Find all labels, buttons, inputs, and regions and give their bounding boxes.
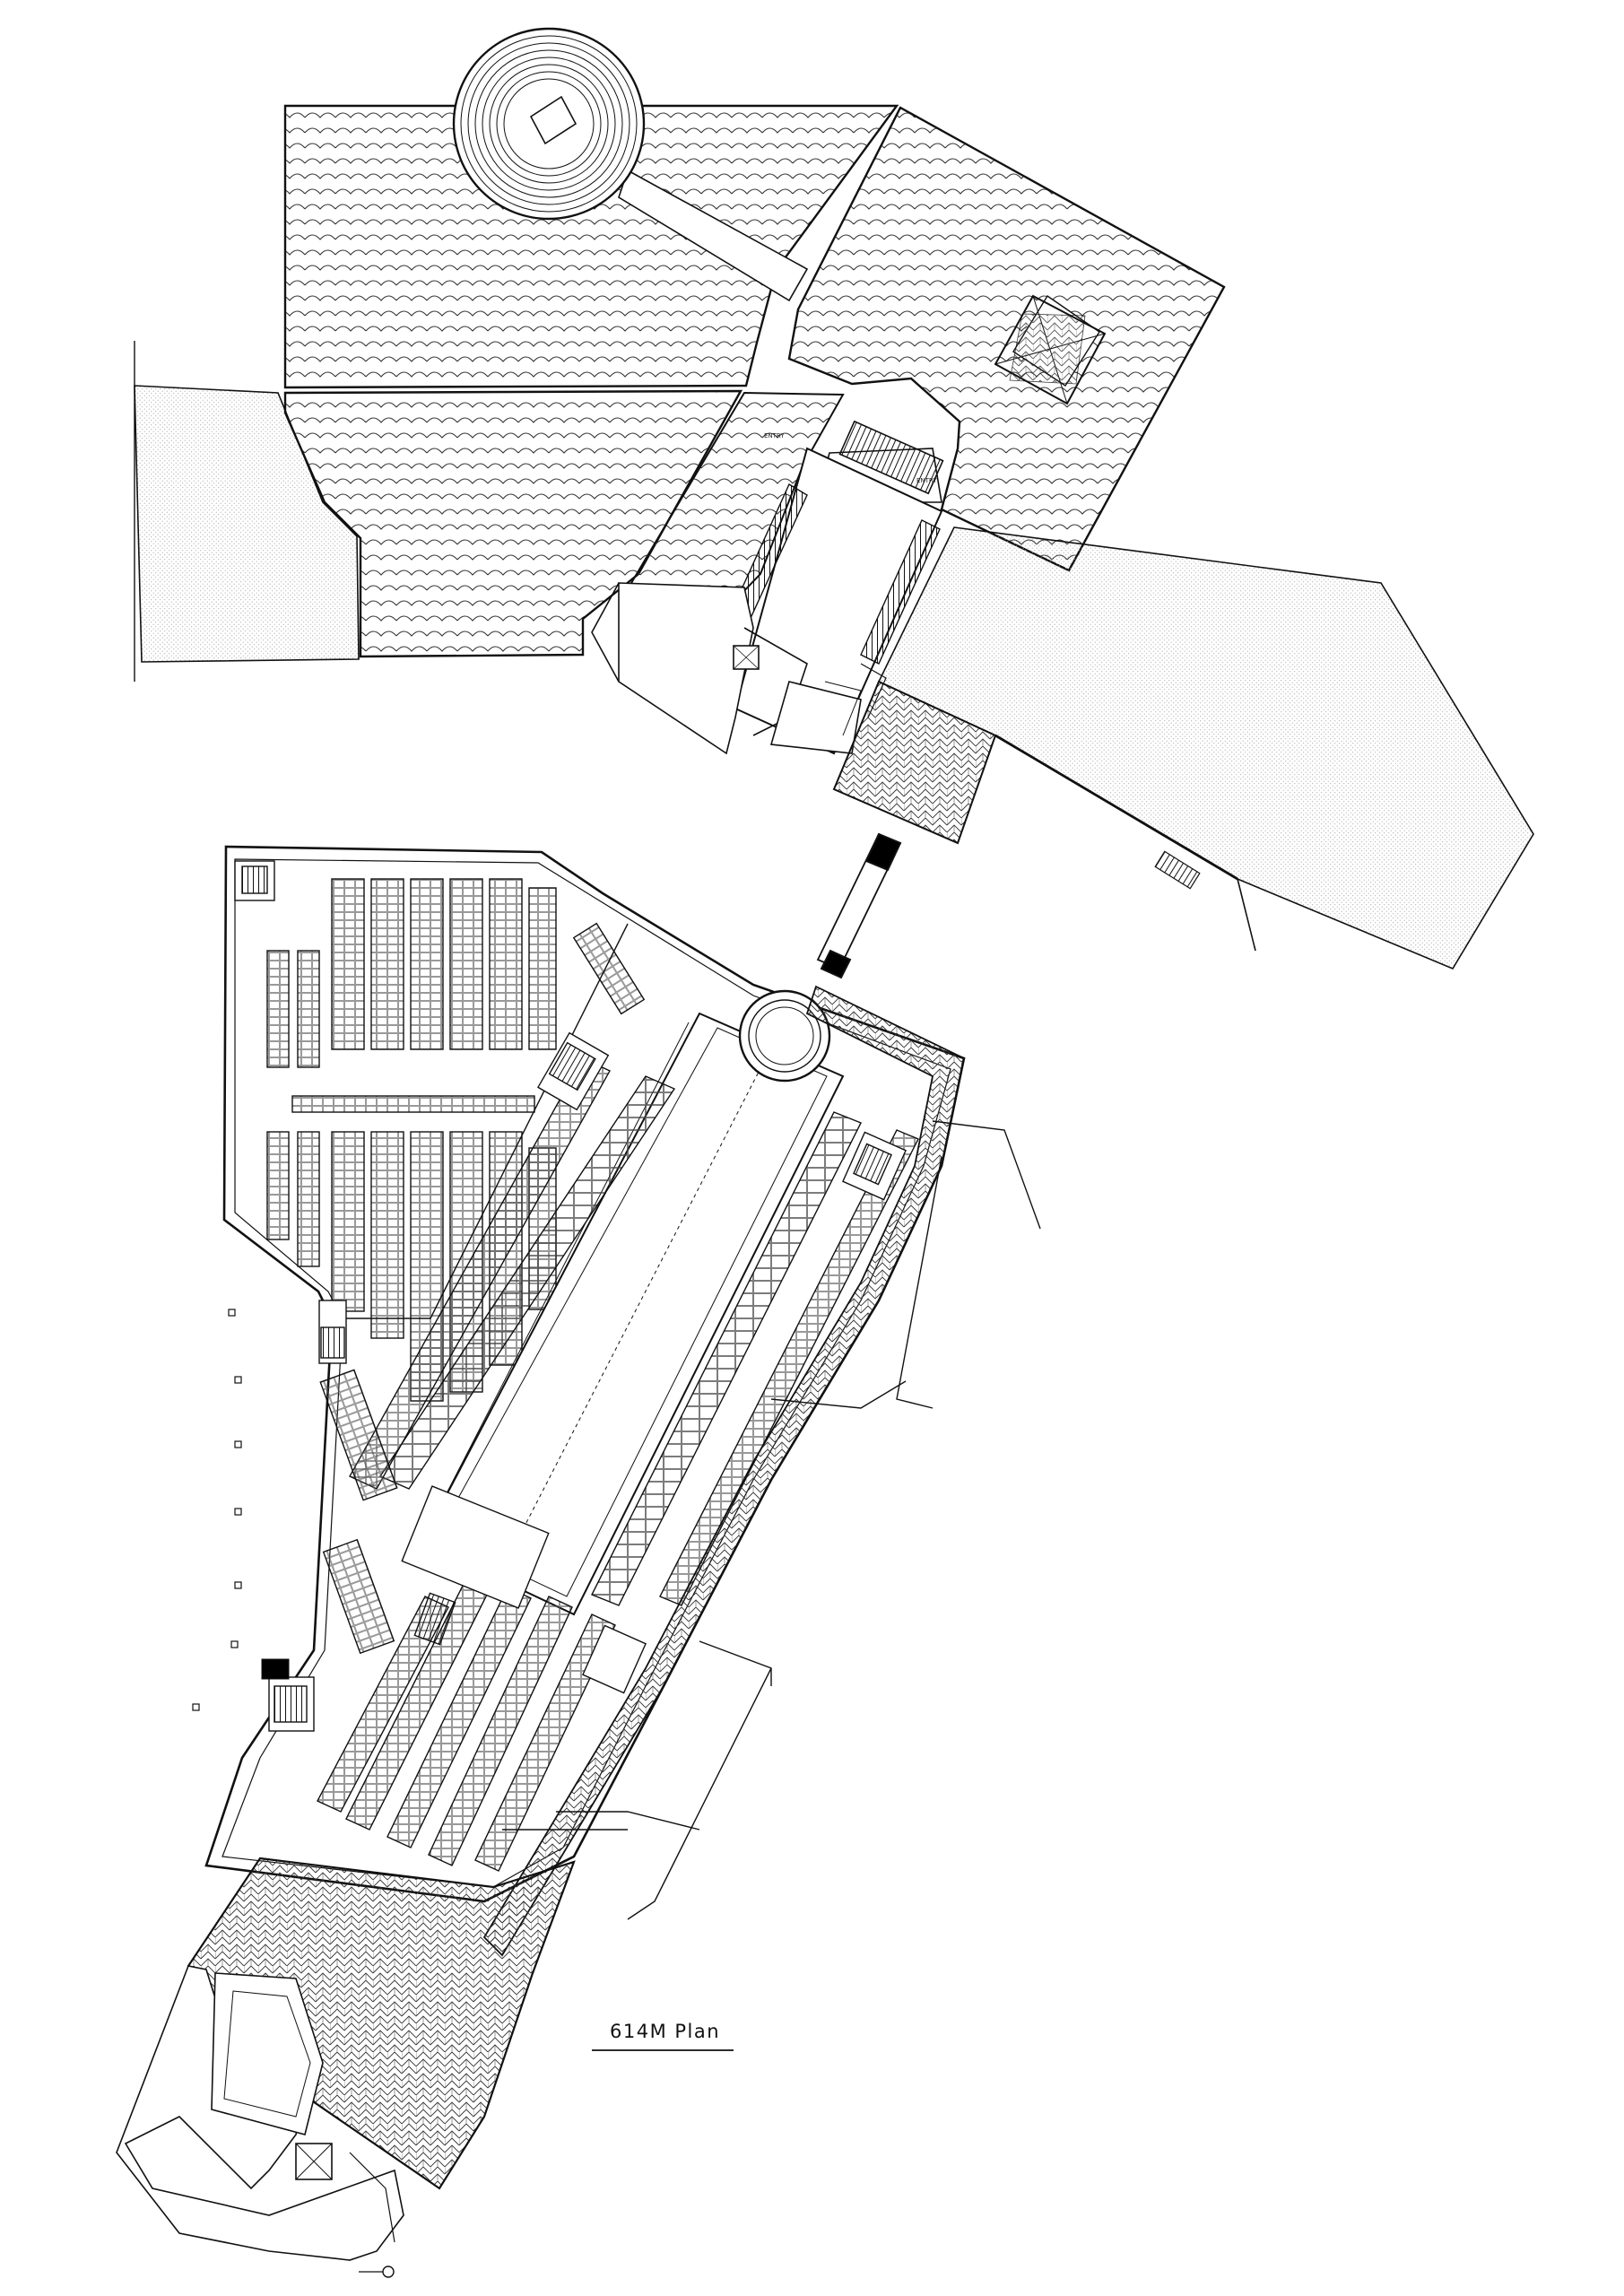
east-stippled-plaza: [877, 526, 1534, 970]
column-markers: [192, 1309, 242, 1711]
upper-complex: [134, 27, 1534, 979]
stair-core-east: [853, 1143, 892, 1186]
pyramid-skylight: [994, 294, 1107, 405]
stair-core-south: [413, 1592, 456, 1646]
site-lines: [502, 1120, 1041, 1920]
stair-bank-east: [860, 519, 941, 665]
label-entry-a: ENTRY: [764, 432, 785, 439]
central-hall: [727, 420, 944, 755]
parking-bays-south: [317, 1369, 616, 1872]
parking-bays-east: [349, 1057, 919, 1606]
upper-south-rooms: [591, 582, 862, 755]
drawing-title: 614M Plan: [610, 2021, 720, 2042]
stair-core-southwest: [274, 1685, 308, 1723]
entrance-forecourt: [116, 1965, 404, 2278]
circular-tower: [452, 27, 646, 221]
survey-marker: [382, 2266, 395, 2278]
drawing-title-block: 614M Plan: [592, 2021, 734, 2051]
stair-core-north: [548, 1041, 596, 1091]
stair-north: [838, 420, 944, 495]
label-entry-b: ENTRY: [916, 477, 937, 484]
stair-east-plaza: [1154, 850, 1201, 890]
roof-northeast: [787, 106, 1226, 572]
roof-northwest: [283, 104, 899, 389]
lower-building: [116, 845, 966, 2278]
service-cores: [234, 860, 907, 1732]
roof-west-middle: [283, 389, 743, 658]
stair-core-west: [320, 1326, 345, 1359]
tower-walkway: [618, 169, 809, 302]
